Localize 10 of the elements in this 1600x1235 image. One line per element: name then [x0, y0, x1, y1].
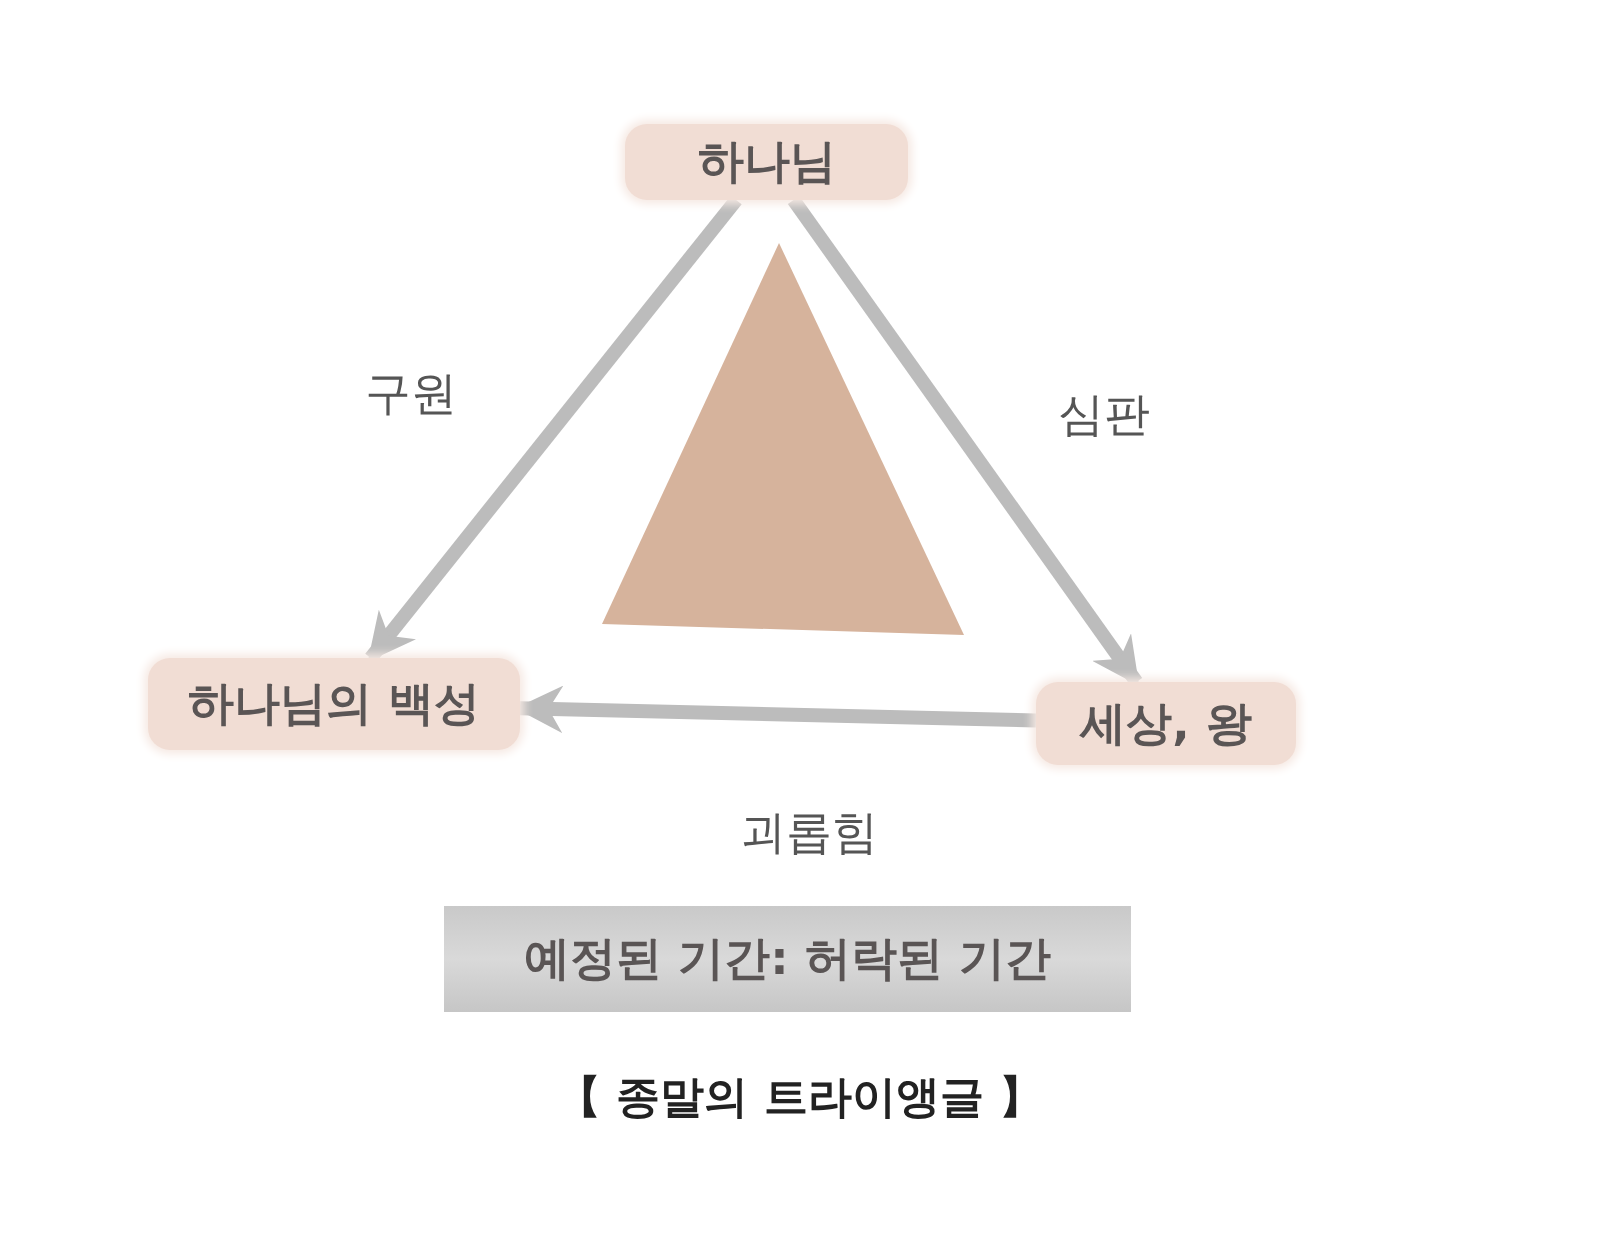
caption: 【 종말의 트라이앵글 】 — [556, 1070, 1044, 1124]
label-band — [444, 906, 1131, 1012]
node-label: 하나님의 백성 — [188, 675, 480, 732]
node-label: 예정된 기간: 허락된 기간 — [524, 930, 1051, 987]
triangle-shape — [602, 243, 964, 635]
node-label: 세상, 왕 — [1080, 694, 1252, 752]
label-pill — [148, 658, 520, 750]
label-pill — [625, 124, 908, 200]
node-label: 하나님 — [697, 133, 836, 190]
label-pill — [1036, 682, 1296, 765]
